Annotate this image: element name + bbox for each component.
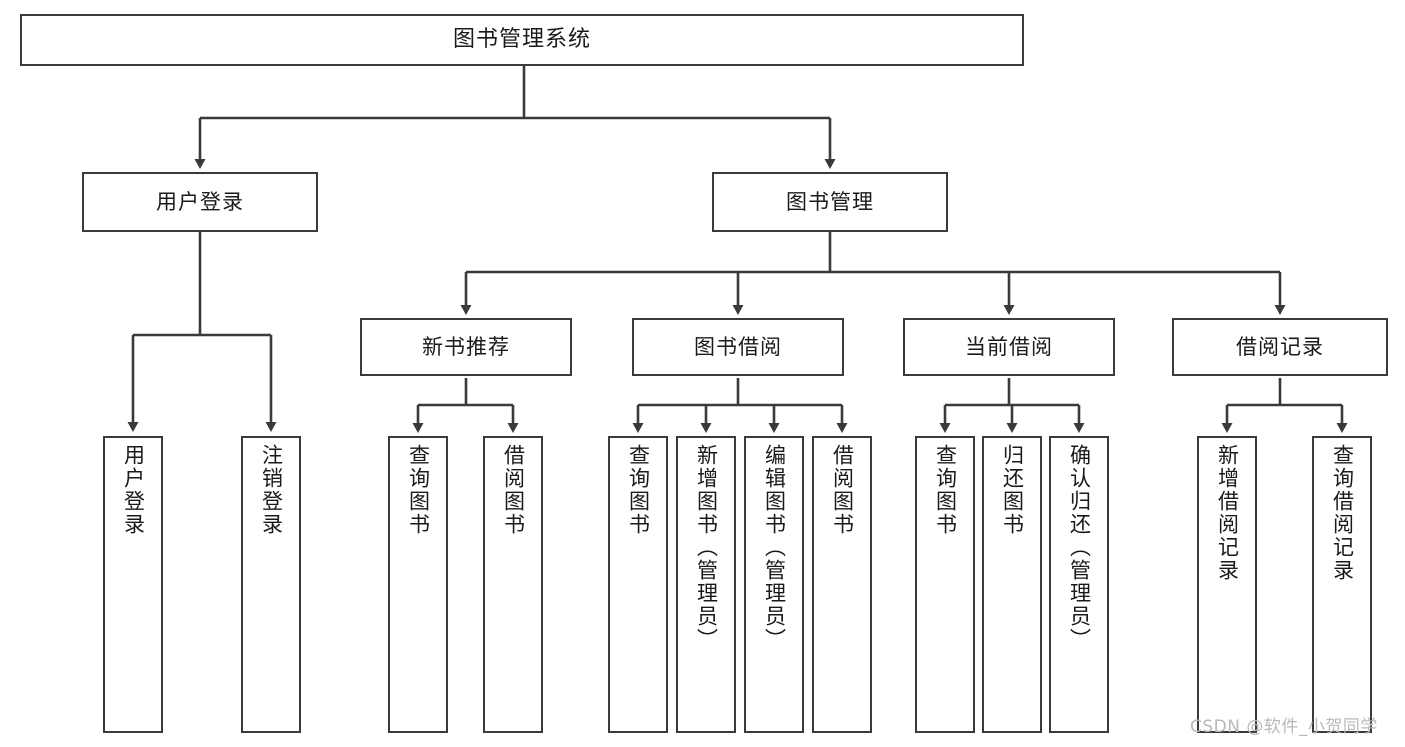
node-leaf-add-book[interactable]: 新增图书（管理员） [676,436,736,733]
node-leaf-logout-label: 注销登录 [259,444,284,536]
node-leaf-add-book-label: 新增图书（管理员） [694,444,719,651]
node-user-login-label: 用户登录 [156,189,244,214]
node-borrow-record[interactable]: 借阅记录 [1172,318,1388,376]
node-new-book-rec[interactable]: 新书推荐 [360,318,572,376]
node-leaf-return-book[interactable]: 归还图书 [982,436,1042,733]
node-root-label: 图书管理系统 [452,27,591,53]
node-leaf-edit-book-label: 编辑图书（管理员） [762,444,787,651]
node-leaf-query-book-c[interactable]: 查询图书 [915,436,975,733]
node-current-borrow[interactable]: 当前借阅 [903,318,1115,376]
node-leaf-borrow-book-a-label: 借阅图书 [501,444,526,536]
node-book-borrow-label: 图书借阅 [694,334,782,359]
node-leaf-borrow-book-b-label: 借阅图书 [830,444,855,536]
node-leaf-borrow-book-a[interactable]: 借阅图书 [483,436,543,733]
node-current-borrow-label: 当前借阅 [965,334,1053,359]
node-new-book-rec-label: 新书推荐 [422,334,510,359]
node-leaf-query-record[interactable]: 查询借阅记录 [1312,436,1372,733]
node-leaf-borrow-book-b[interactable]: 借阅图书 [812,436,872,733]
node-leaf-query-book-b[interactable]: 查询图书 [608,436,668,733]
node-book-borrow[interactable]: 图书借阅 [632,318,844,376]
node-leaf-add-record-label: 新增借阅记录 [1215,444,1240,582]
node-borrow-record-label: 借阅记录 [1236,334,1324,359]
node-leaf-confirm-return-label: 确认归还（管理员） [1067,444,1092,651]
node-leaf-edit-book[interactable]: 编辑图书（管理员） [744,436,804,733]
node-user-login[interactable]: 用户登录 [82,172,318,232]
node-leaf-query-book-a[interactable]: 查询图书 [388,436,448,733]
node-leaf-query-book-c-label: 查询图书 [933,444,958,536]
node-leaf-user-login-label: 用户登录 [121,444,146,536]
node-root[interactable]: 图书管理系统 [20,14,1024,66]
node-leaf-confirm-return[interactable]: 确认归还（管理员） [1049,436,1109,733]
node-leaf-query-record-label: 查询借阅记录 [1330,444,1355,582]
node-leaf-user-login[interactable]: 用户登录 [103,436,163,733]
node-leaf-logout[interactable]: 注销登录 [241,436,301,733]
node-leaf-query-book-a-label: 查询图书 [406,444,431,536]
node-leaf-add-record[interactable]: 新增借阅记录 [1197,436,1257,733]
node-leaf-return-book-label: 归还图书 [1000,444,1025,536]
node-book-manage[interactable]: 图书管理 [712,172,948,232]
node-book-manage-label: 图书管理 [786,189,874,214]
node-leaf-query-book-b-label: 查询图书 [626,444,651,536]
